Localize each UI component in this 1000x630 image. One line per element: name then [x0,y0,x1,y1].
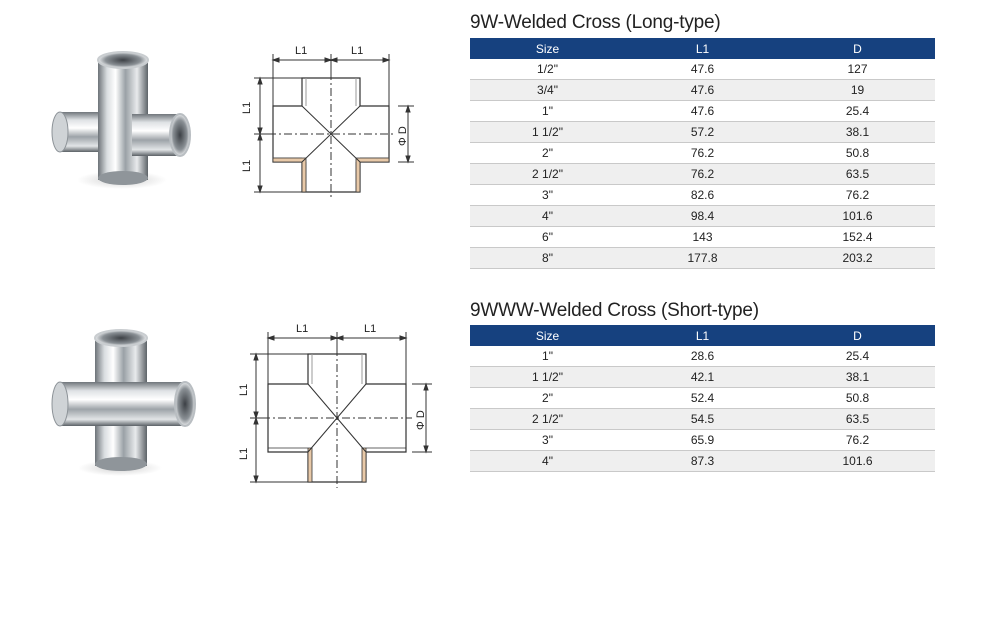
short-drawing-l1-top-right: L1 [364,323,376,335]
table-cell: 50.8 [780,142,935,164]
long-drawing-l1-top-right: L1 [351,45,363,57]
table-cell: 50.8 [780,387,935,409]
short-type-section: L1 L1 L1 L1 Φ D 9WWW-Welded Cross (Short… [0,290,1000,490]
long-type-title: 9W-Welded Cross (Long-type) [470,12,721,33]
table-cell: 47.6 [625,59,780,80]
table-cell: 63.5 [780,408,935,430]
long-drawing-d-label: Φ D [397,126,409,146]
table-cell: 52.4 [625,387,780,409]
table-cell: 28.6 [625,346,780,367]
table-cell: 6" [470,226,625,248]
table-cell: 3" [470,429,625,451]
long-drawing-l1-left-upper: L1 [241,102,253,114]
table-cell: 1" [470,100,625,122]
table-cell: 127 [780,59,935,80]
table-cell: 38.1 [780,121,935,143]
table-cell: 143 [625,226,780,248]
table-cell: 8" [470,247,625,269]
table-cell: 65.9 [625,429,780,451]
table-cell: 76.2 [625,163,780,185]
column-header-size: Size [470,325,625,346]
table-cell: 4" [470,205,625,227]
long-drawing-l1-left-lower: L1 [241,160,253,172]
column-header-size: Size [470,38,625,59]
short-cross-photo [51,329,196,476]
table-cell: 101.6 [780,450,935,472]
short-type-title: 9WWW-Welded Cross (Short-type) [470,300,759,321]
table-cell: 47.6 [625,79,780,101]
long-cross-drawing: L1 L1 L1 L1 Φ D [241,45,414,198]
table-cell: 25.4 [780,346,935,367]
table-cell: 203.2 [780,247,935,269]
table-cell: 19 [780,79,935,101]
long-drawing-l1-top-left: L1 [295,45,307,57]
short-drawing-l1-top-left: L1 [296,323,308,335]
table-cell: 1 1/2" [470,366,625,388]
column-header-l1: L1 [625,38,780,59]
table-cell: 54.5 [625,408,780,430]
table-cell: 1" [470,346,625,367]
table-cell: 177.8 [625,247,780,269]
table-cell: 57.2 [625,121,780,143]
short-drawing-l1-left-lower: L1 [238,448,250,460]
table-cell: 2" [470,387,625,409]
short-cross-drawing: L1 L1 L1 L1 Φ D [238,323,432,488]
table-cell: 87.3 [625,450,780,472]
table-cell: 63.5 [780,163,935,185]
short-drawing-d-label: Φ D [415,410,427,430]
long-cross-photo [51,51,191,189]
table-cell: 76.2 [780,184,935,206]
column-header-d: D [780,38,935,59]
table-cell: 2" [470,142,625,164]
table-cell: 2 1/2" [470,163,625,185]
table-cell: 101.6 [780,205,935,227]
column-header-d: D [780,325,935,346]
table-cell: 42.1 [625,366,780,388]
table-cell: 152.4 [780,226,935,248]
table-cell: 2 1/2" [470,408,625,430]
table-cell: 76.2 [780,429,935,451]
table-cell: 1/2" [470,59,625,80]
table-cell: 82.6 [625,184,780,206]
table-cell: 47.6 [625,100,780,122]
table-cell: 38.1 [780,366,935,388]
table-cell: 98.4 [625,205,780,227]
table-cell: 4" [470,450,625,472]
long-type-section: L1 L1 L1 L1 Φ D 9W-Welded Cross (Long-ty… [0,0,1000,290]
table-cell: 3" [470,184,625,206]
short-drawing-l1-left-upper: L1 [238,384,250,396]
table-cell: 3/4" [470,79,625,101]
table-cell: 76.2 [625,142,780,164]
table-cell: 1 1/2" [470,121,625,143]
table-cell: 25.4 [780,100,935,122]
column-header-l1: L1 [625,325,780,346]
